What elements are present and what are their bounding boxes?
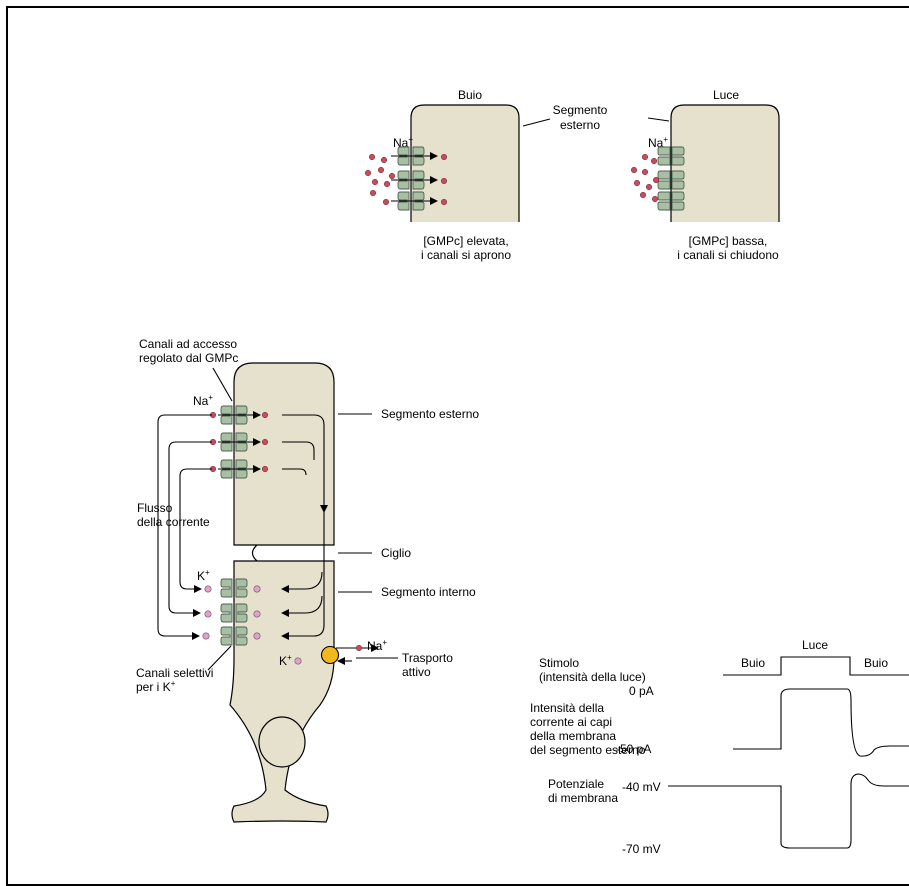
current-tick-top: 0 pA [629,684,654,698]
stim-dark-2: Buio [864,656,888,670]
leader-line [648,118,669,121]
current-label-2: corrente ai capi [530,715,612,729]
stim-light: Luce [802,638,828,652]
k-channels-label-1: Canali selettivi [136,666,213,680]
current-flow-label-1: Flusso [137,501,173,515]
dark-caption-1: [GMPc] elevata, [423,234,508,248]
leader-line [523,119,550,126]
segment-label-top: Segmento esterno [523,103,669,132]
potential-trace [668,774,909,848]
dark-title: Buio [458,88,482,102]
svg-text:Segmento: Segmento [553,103,608,117]
gated-channels-label-2: regolato dal GMPc [139,351,238,365]
outer-segment-light [671,105,779,222]
leader-line [213,368,232,401]
k-channels-label-2: per i K+ [136,679,176,694]
potential-label-2: di membrana [548,791,618,805]
na-k-pump [322,647,339,664]
gated-channels-label-1: Canali ad accesso [139,337,237,351]
dark-caption-2: i canali si aprono [421,248,511,262]
response-traces: Stimolo (intensità della luce) Buio Luce… [530,638,909,856]
current-label-4: del segmento esterno [530,743,646,757]
stimulus-label-1: Stimolo [539,656,579,670]
potential-tick-bottom: -70 mV [622,842,661,856]
current-flow-label-2: della corrente [137,515,210,529]
potential-tick-top: -40 mV [622,780,661,794]
nucleus [259,717,305,767]
inner-segment-label: Segmento interno [381,585,476,599]
outer-segment-dark [411,105,519,222]
light-panel: Luce Na+ [GMPc] bassa, i canali si chiud… [631,88,779,262]
leader-line [208,646,231,670]
pumped-sodium [356,645,361,650]
outer-segment-label: Segmento esterno [381,407,479,421]
stimulus-label-2: (intensità della luce) [539,670,646,684]
current-label-3: della membrana [530,729,616,743]
k-label: K+ [197,568,210,583]
pump-na-label: Na+ [367,638,387,653]
svg-text:esterno: esterno [560,118,600,132]
active-transport-label-2: attivo [402,665,431,679]
light-caption-2: i canali si chiudono [677,248,779,262]
cilium-label: Ciglio [381,546,411,560]
current-trace [733,689,909,756]
sodium-ions-outside [365,154,394,204]
active-transport-label-1: Trasporto [402,651,453,665]
na-label: Na+ [193,393,213,408]
pumped-potassium [295,658,301,664]
current-label-1: Intensità della [530,701,604,715]
potential-label-1: Potenziale [548,777,604,791]
light-caption-1: [GMPc] bassa, [689,234,768,248]
dark-panel: Buio Na+ [GMPc] elevata, i canali si apr… [365,88,519,262]
stim-dark-1: Buio [741,656,765,670]
light-title: Luce [713,88,739,102]
sodium-ions-outside [631,154,658,201]
